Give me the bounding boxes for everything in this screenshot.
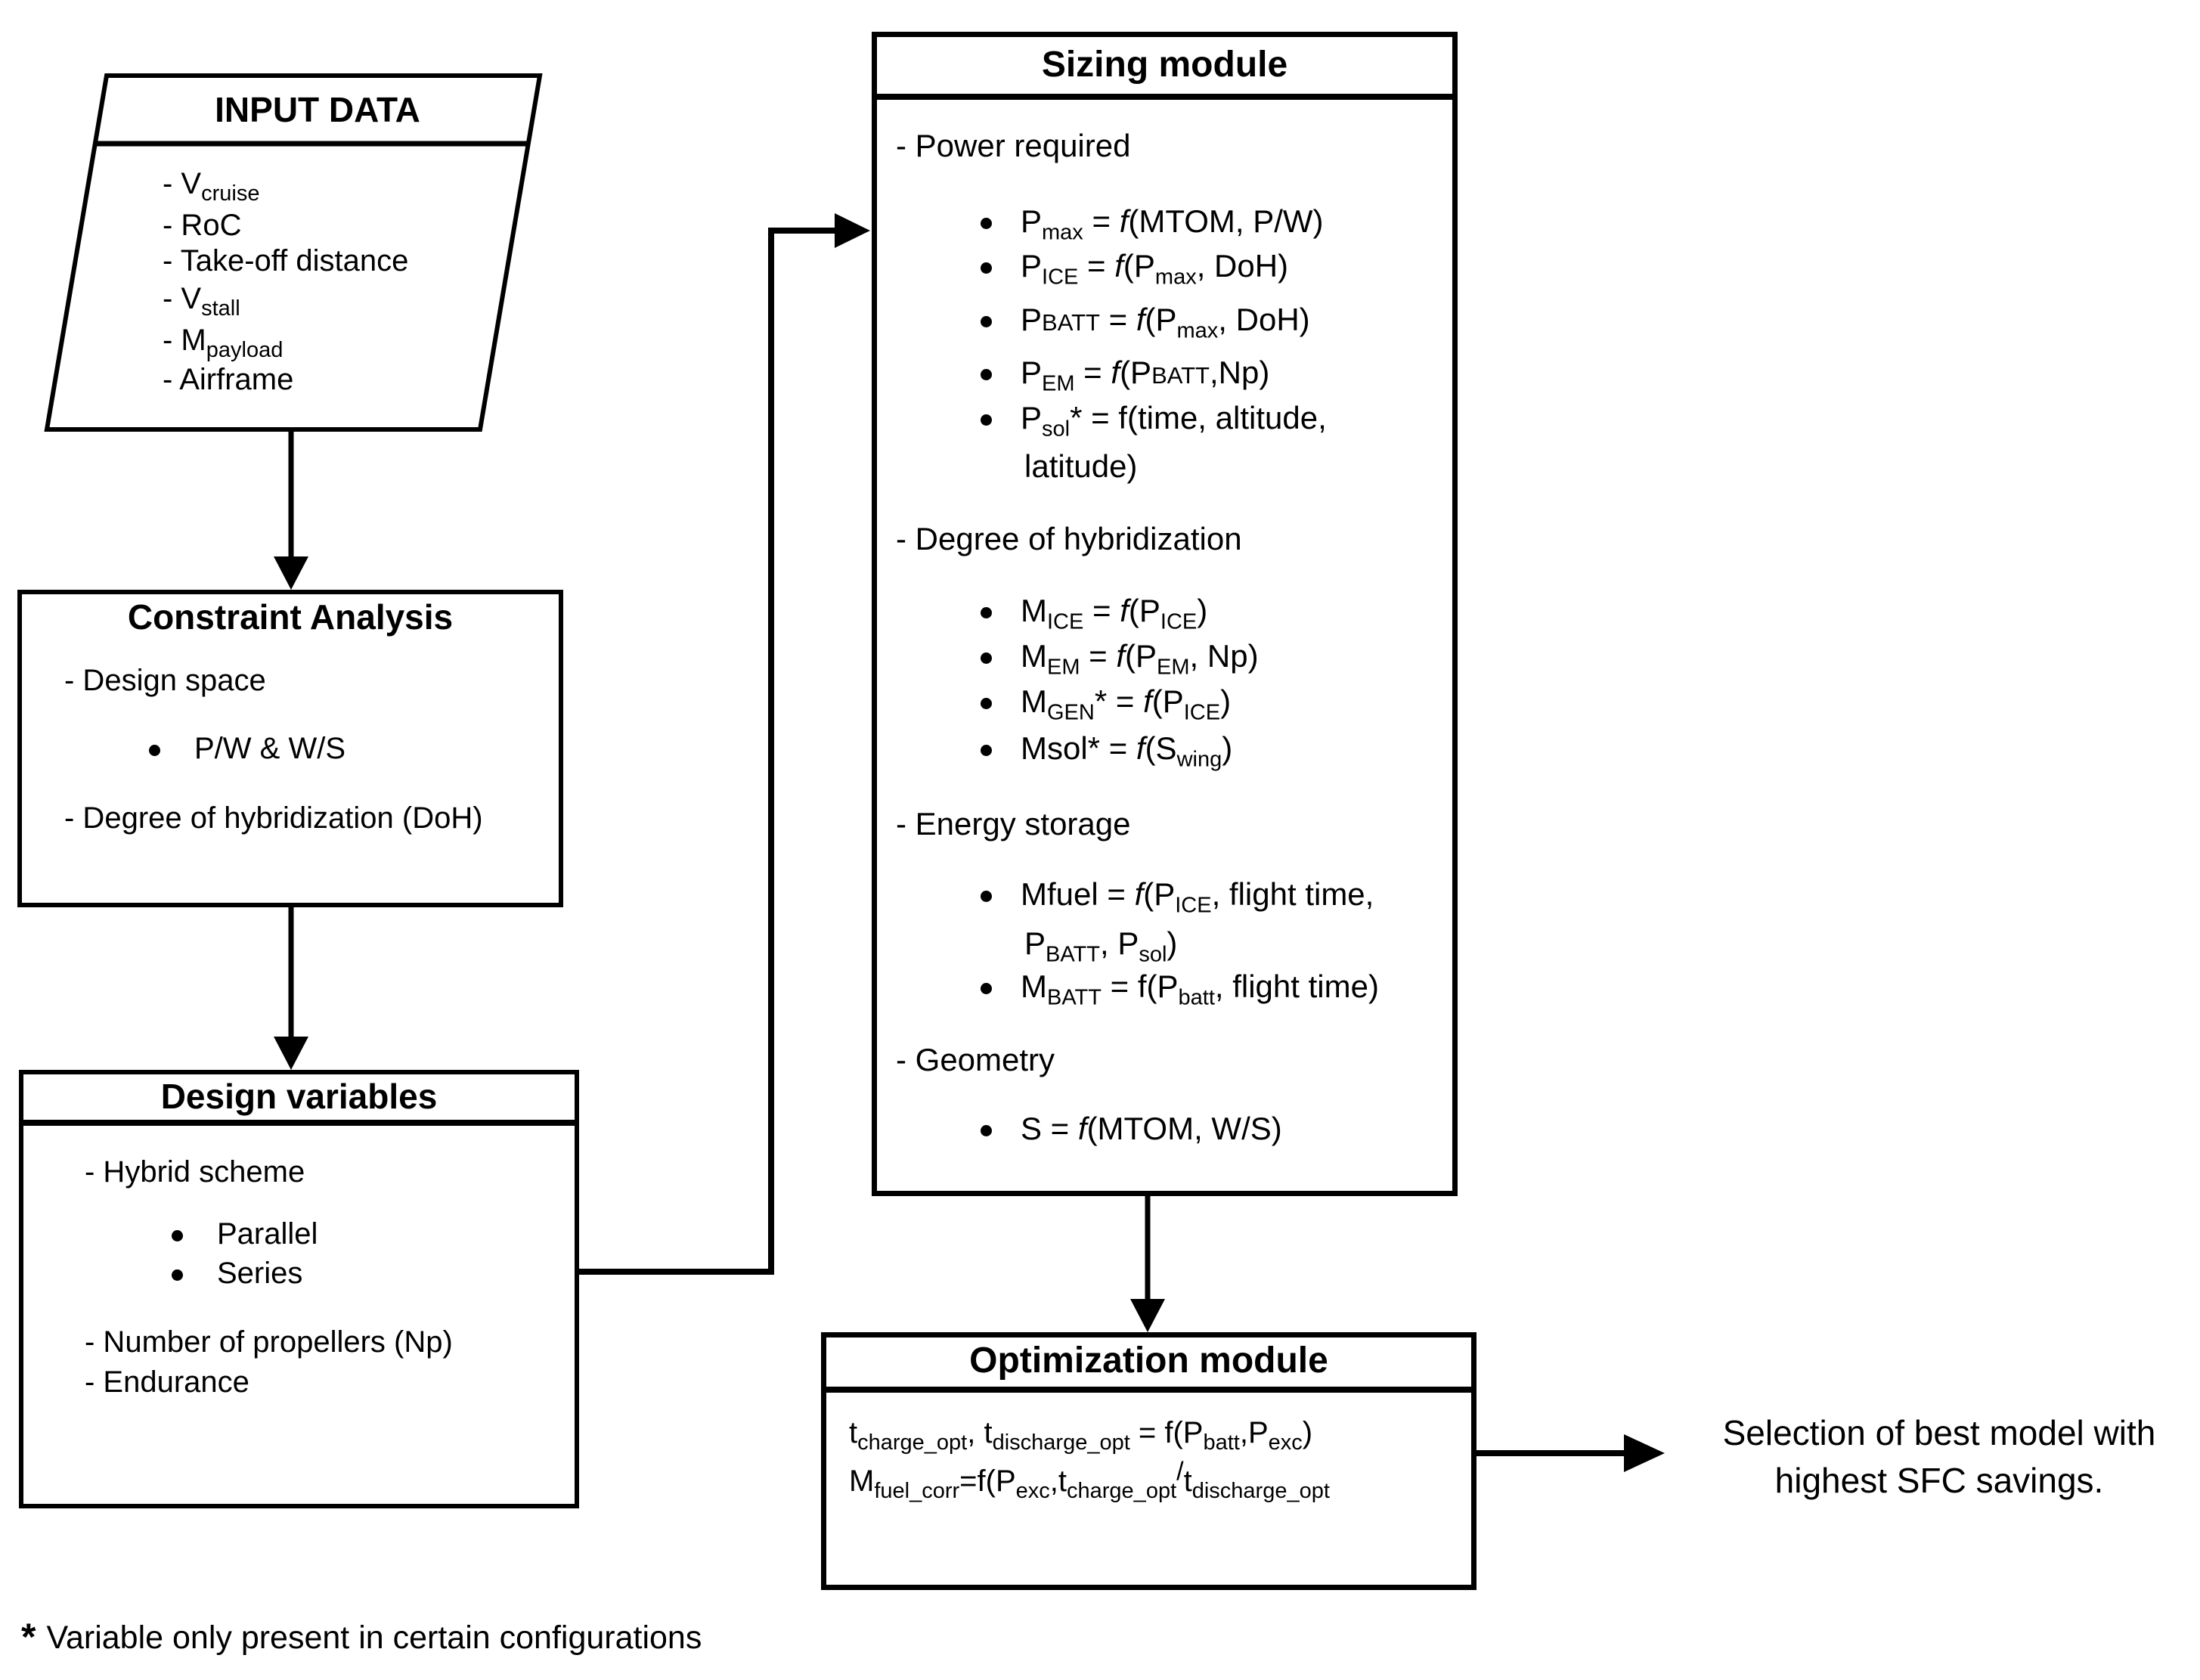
sizing-bullet-pmax: Pmax = f(MTOM, P/W): [981, 206, 1324, 243]
optimization-module-title-separator: [821, 1387, 1476, 1393]
constraint-item-doh: - Degree of hybridization (DoH): [64, 801, 483, 835]
bullet-dot-icon: [981, 698, 992, 710]
bullet-dot-icon: [981, 1125, 992, 1137]
design-item-propellers: - Number of propellers (Np): [85, 1325, 453, 1359]
sizing-bullet-wing-area: S = f(MTOM, W/S): [981, 1113, 1282, 1145]
bullet-dot-icon: [981, 414, 992, 426]
sizing-section-geometry-label: - Geometry: [896, 1042, 1055, 1077]
input-item-vstall: - Vstall: [163, 282, 240, 321]
footnote-asterisk: *: [21, 1616, 36, 1658]
sizing-module-title-separator: [872, 94, 1458, 100]
sizing-bullet-mfuel: Mfuel = f(PICE, flight time,: [981, 879, 1374, 916]
arrow-sizing-to-optimization: [1130, 1196, 1165, 1332]
sizing-bullet-mfuel-cont: PBATT, Psol): [1024, 925, 1178, 967]
design-item-hybrid-scheme: - Hybrid scheme: [85, 1155, 305, 1189]
input-item-takeoff-distance: - Take-off distance: [163, 244, 409, 277]
connector-design-to-sizing: [579, 213, 870, 1275]
bullet-dot-icon: [172, 1269, 183, 1281]
design-item-endurance: - Endurance: [85, 1365, 249, 1399]
sizing-section-doh-label: - Degree of hybridization: [896, 521, 1242, 556]
input-item-mpayload: - Mpayload: [163, 324, 284, 362]
optimization-formula-times: tcharge_opt, tdischarge_opt = f(Pbatt,Pe…: [849, 1416, 1313, 1455]
optimization-module-title: Optimization module: [969, 1341, 1328, 1381]
arrow-constraint-to-design: [274, 907, 308, 1070]
bullet-dot-icon: [149, 744, 160, 756]
output-selection-line2: highest SFC savings.: [1774, 1461, 2104, 1500]
bullet-dot-icon: [981, 652, 992, 665]
bullet-dot-icon: [981, 218, 992, 230]
input-item-vcruise: - Vcruise: [163, 167, 260, 206]
design-bullet-series: Series: [172, 1258, 302, 1288]
bullet-dot-icon: [981, 262, 992, 274]
design-variables-title: Design variables: [160, 1077, 438, 1116]
sizing-section-energy-label: - Energy storage: [896, 806, 1131, 842]
bullet-dot-icon: [981, 607, 992, 619]
design-variables-box: [19, 1070, 579, 1508]
sizing-bullet-mem: MEM = f(PEM, Np): [981, 640, 1259, 678]
design-variables-title-separator: [19, 1120, 579, 1126]
design-bullet-parallel: Parallel: [172, 1219, 318, 1249]
arrow-input-to-constraint: [274, 429, 308, 590]
sizing-bullet-mbatt: MBATT = f(Pbatt, flight time): [981, 971, 1379, 1009]
sizing-bullet-pice: PICE = f(Pmax, DoH): [981, 250, 1288, 288]
footnote: *Variable only present in certain config…: [21, 1616, 702, 1658]
bullet-dot-icon: [981, 891, 992, 903]
optimization-module-box: [821, 1332, 1476, 1590]
constraint-analysis-box: [17, 590, 563, 907]
bullet-dot-icon: [981, 316, 992, 328]
constraint-item-design-space: - Design space: [64, 664, 266, 697]
bullet-dot-icon: [981, 745, 992, 757]
bullet-dot-icon: [981, 983, 992, 995]
sizing-section-power-label: - Power required: [896, 128, 1131, 163]
optimization-formula-mfuel: Mfuel_corr=f(Pexc,tcharge_opt/tdischarge…: [849, 1457, 1330, 1503]
sizing-bullet-psol-cont: latitude): [1024, 448, 1138, 484]
input-data-title: INPUT DATA: [215, 90, 420, 129]
output-selection-line1: Selection of best model with: [1722, 1413, 2156, 1452]
sizing-bullet-msol: Msol* = f(Swing): [981, 733, 1232, 770]
sizing-bullet-psol: Psol* = f(time, altitude,: [981, 402, 1327, 440]
constraint-analysis-title: Constraint Analysis: [127, 597, 454, 637]
sizing-module-title: Sizing module: [1041, 45, 1288, 85]
sizing-bullet-mice: MICE = f(PICE): [981, 595, 1207, 633]
input-item-airframe: - Airframe: [163, 363, 294, 396]
arrow-optimization-to-output: [1476, 1434, 1665, 1472]
bullet-dot-icon: [981, 369, 992, 381]
sizing-bullet-mgen: MGEN* = f(PICE): [981, 686, 1231, 724]
constraint-bullet-pw-ws: P/W & W/S: [149, 733, 345, 764]
sizing-module-box: [872, 32, 1458, 1196]
bullet-dot-icon: [172, 1229, 183, 1241]
sizing-bullet-pem: PEM = f(PBATT,Np): [981, 357, 1269, 395]
sizing-bullet-pbatt: PBATT = f(Pmax, DoH): [981, 304, 1310, 342]
input-item-roc: - RoC: [163, 209, 242, 242]
